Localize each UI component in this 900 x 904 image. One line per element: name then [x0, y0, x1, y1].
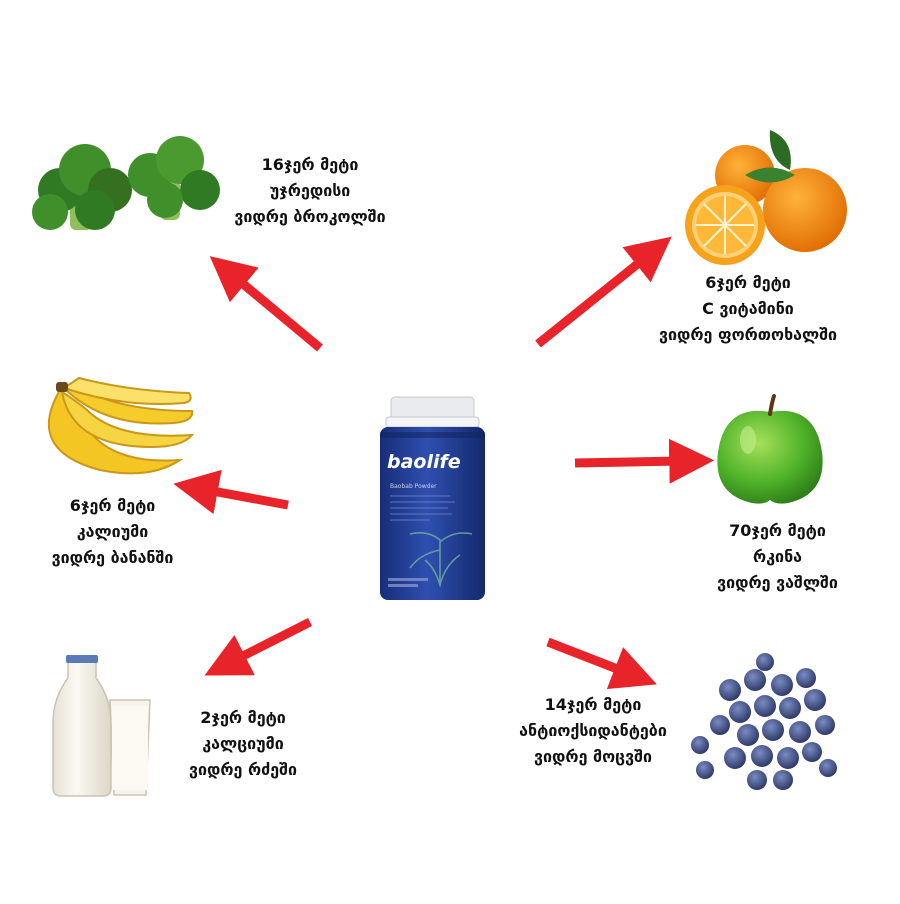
- arrow-broccoli: [209, 256, 323, 352]
- label-milk: 2ჯერ მეტი კალციუმი ვიდრე რძეში: [168, 705, 318, 783]
- banana-icon: [47, 376, 195, 475]
- label-banana-line1: 6ჯერ მეტი: [69, 496, 156, 515]
- label-broccoli: 16ჯერ მეტი უჯრედისი ვიდრე ბროკოლში: [225, 152, 395, 230]
- label-milk-line2: კალციუმი: [202, 734, 284, 753]
- arrow-orange: [535, 236, 672, 348]
- milk-icon: [52, 655, 151, 797]
- label-milk-line3: ვიდრე რძეში: [188, 760, 297, 779]
- label-orange: 6ჯერ მეტი C ვიტამინი ვიდრე ფორთოხალში: [648, 270, 848, 348]
- apple-icon: [717, 394, 823, 504]
- label-broccoli-line2: უჯრედისი: [269, 181, 351, 200]
- label-blueberry-line3: ვიდრე მოცვში: [534, 747, 652, 766]
- label-broccoli-line1: 16ჯერ მეტი: [261, 155, 359, 174]
- label-blueberry-line2: ანტიოქსიდანტები: [519, 721, 667, 740]
- label-blueberry: 14ჯერ მეტი ანტიოქსიდანტები ვიდრე მოცვში: [508, 692, 678, 770]
- bottle-subtitle: Baobab Powder: [390, 483, 437, 490]
- label-banana: 6ჯერ მეტი კალიუმი ვიდრე ბანანში: [20, 493, 205, 571]
- label-blueberry-line1: 14ჯერ მეტი: [544, 695, 642, 714]
- label-banana-line2: კალიუმი: [76, 522, 149, 541]
- label-orange-line2: C ვიტამინი: [702, 299, 794, 318]
- brand-name: baolife: [387, 451, 461, 473]
- label-apple-line1: 70ჯერ მეტი: [729, 521, 826, 540]
- label-apple: 70ჯერ მეტი რკინა ვიდრე ვაშლში: [690, 518, 865, 596]
- arrow-banana: [173, 469, 289, 515]
- label-milk-line1: 2ჯერ მეტი: [200, 708, 286, 727]
- label-broccoli-line3: ვიდრე ბროკოლში: [234, 207, 386, 226]
- orange-icon: [685, 130, 847, 265]
- arrow-blueberry: [546, 637, 657, 690]
- arrows: [173, 236, 715, 690]
- label-orange-line3: ვიდრე ფორთოხალში: [658, 325, 838, 344]
- arrow-milk: [204, 617, 313, 676]
- arrow-apple: [574, 438, 715, 484]
- blueberry-icon: [691, 653, 837, 790]
- label-banana-line3: ვიდრე ბანანში: [51, 548, 174, 567]
- label-orange-line1: 6ჯერ მეტი: [705, 273, 791, 292]
- broccoli-icon: [32, 136, 220, 230]
- label-apple-line3: ვიდრე ვაშლში: [717, 573, 838, 592]
- product-bottle: baolife Baobab Powder: [380, 396, 485, 600]
- label-apple-line2: რკინა: [752, 547, 803, 566]
